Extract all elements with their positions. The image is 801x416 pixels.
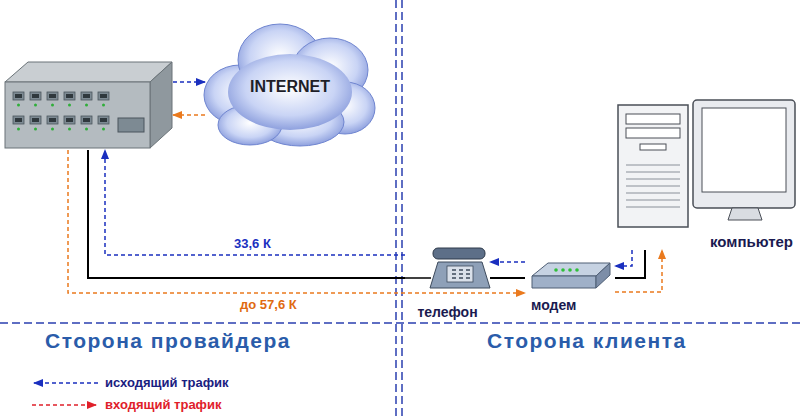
speed-label: 33,6 К bbox=[232, 236, 273, 251]
legend-text: исходящий трафик bbox=[105, 375, 229, 390]
node-label: телефон bbox=[417, 304, 477, 320]
traffic-arrow bbox=[490, 261, 525, 263]
modem-icon bbox=[532, 263, 610, 288]
node-label: компьютер bbox=[710, 233, 793, 250]
legend-text: входящий трафик bbox=[105, 397, 221, 412]
line-wire bbox=[615, 250, 645, 278]
internet-cloud: INTERNET bbox=[205, 22, 375, 152]
region-title: Сторона провайдера bbox=[45, 329, 291, 353]
modem: модем bbox=[525, 258, 615, 313]
traffic-arrow bbox=[105, 150, 405, 255]
provider-equipment bbox=[5, 62, 172, 148]
computer-icon bbox=[618, 100, 795, 227]
node-label: INTERNET bbox=[250, 78, 330, 96]
region-title: Сторона клиента bbox=[487, 329, 687, 353]
traffic-arrow bbox=[68, 150, 525, 293]
line-wire bbox=[88, 150, 405, 278]
speed-label: до 57,6 К bbox=[238, 297, 299, 312]
telephone-icon bbox=[405, 248, 490, 288]
traffic-arrow bbox=[173, 114, 205, 116]
telephone: телефон bbox=[405, 243, 490, 320]
divider bbox=[0, 322, 801, 324]
traffic-arrow bbox=[615, 250, 632, 266]
computer: компьютер bbox=[612, 98, 797, 250]
legend-sample bbox=[34, 382, 98, 384]
node-label: модем bbox=[531, 297, 576, 313]
traffic-arrow bbox=[615, 250, 662, 292]
divider bbox=[395, 0, 397, 416]
internet-cloud bbox=[204, 24, 375, 146]
line-wire bbox=[490, 277, 525, 279]
provider-equipment bbox=[5, 62, 173, 150]
legend-sample bbox=[32, 404, 96, 406]
divider bbox=[401, 0, 403, 416]
traffic-arrow bbox=[173, 81, 205, 83]
